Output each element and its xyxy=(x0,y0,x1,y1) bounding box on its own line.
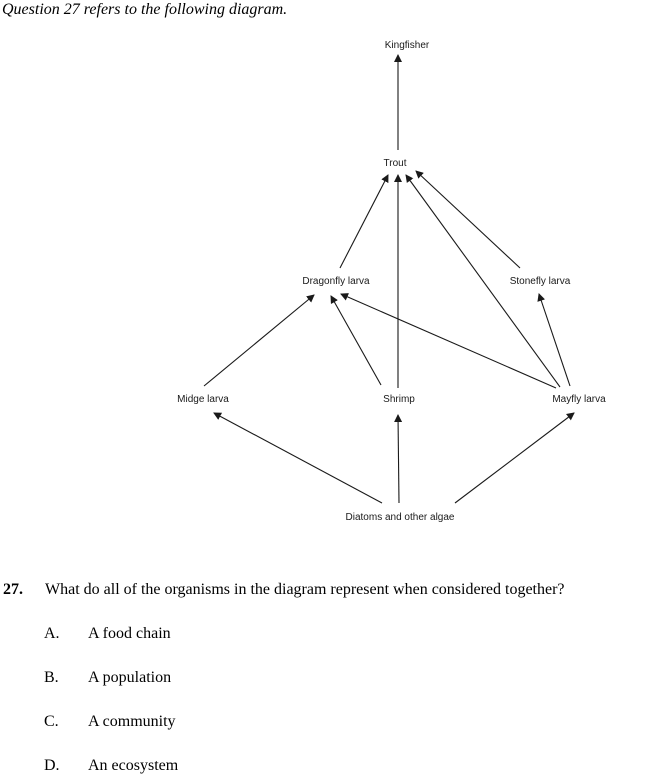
arrow-shrimp-to-dragonfly xyxy=(330,295,382,386)
arrow-mayfly-to-stonefly xyxy=(537,293,571,387)
node-kingfisher: Kingfisher xyxy=(385,40,430,51)
question-number: 27. xyxy=(3,581,23,598)
option-letter: B. xyxy=(44,669,59,686)
question-text: What do all of the organisms in the diag… xyxy=(45,581,565,598)
node-stonefly-larva: Stonefly larva xyxy=(510,276,571,287)
arrow-stonefly-to-trout xyxy=(415,170,521,269)
arrow-mayfly-to-dragonfly xyxy=(340,293,557,389)
node-shrimp: Shrimp xyxy=(383,394,415,405)
arrow-diatoms-to-mayfly xyxy=(454,412,575,504)
node-midge-larva: Midge larva xyxy=(177,394,229,405)
question-intro: Question 27 refers to the following diag… xyxy=(2,1,288,18)
node-diatoms-and-other-algae: Diatoms and other algae xyxy=(346,512,455,523)
option-letter: A. xyxy=(44,625,60,642)
arrow-midge-to-dragonfly xyxy=(203,294,315,387)
option-letter: D. xyxy=(44,757,60,774)
arrow-diatoms-to-midge xyxy=(213,412,383,504)
option-text: An ecosystem xyxy=(88,757,179,774)
food-web-diagram: Kingfisher Trout Dragonfly larva Stonefl… xyxy=(177,40,606,523)
node-dragonfly-larva: Dragonfly larva xyxy=(302,276,370,287)
arrow-dragonfly-to-trout xyxy=(339,174,389,269)
node-mayfly-larva: Mayfly larva xyxy=(552,394,606,405)
arrow-diatoms-to-shrimp xyxy=(394,414,403,504)
option-text: A food chain xyxy=(88,625,171,642)
option-letter: C. xyxy=(44,713,59,730)
option-text: A population xyxy=(88,669,172,686)
arrow-mayfly-to-trout xyxy=(405,174,561,388)
node-trout: Trout xyxy=(384,158,407,169)
option-text: A community xyxy=(88,713,176,730)
